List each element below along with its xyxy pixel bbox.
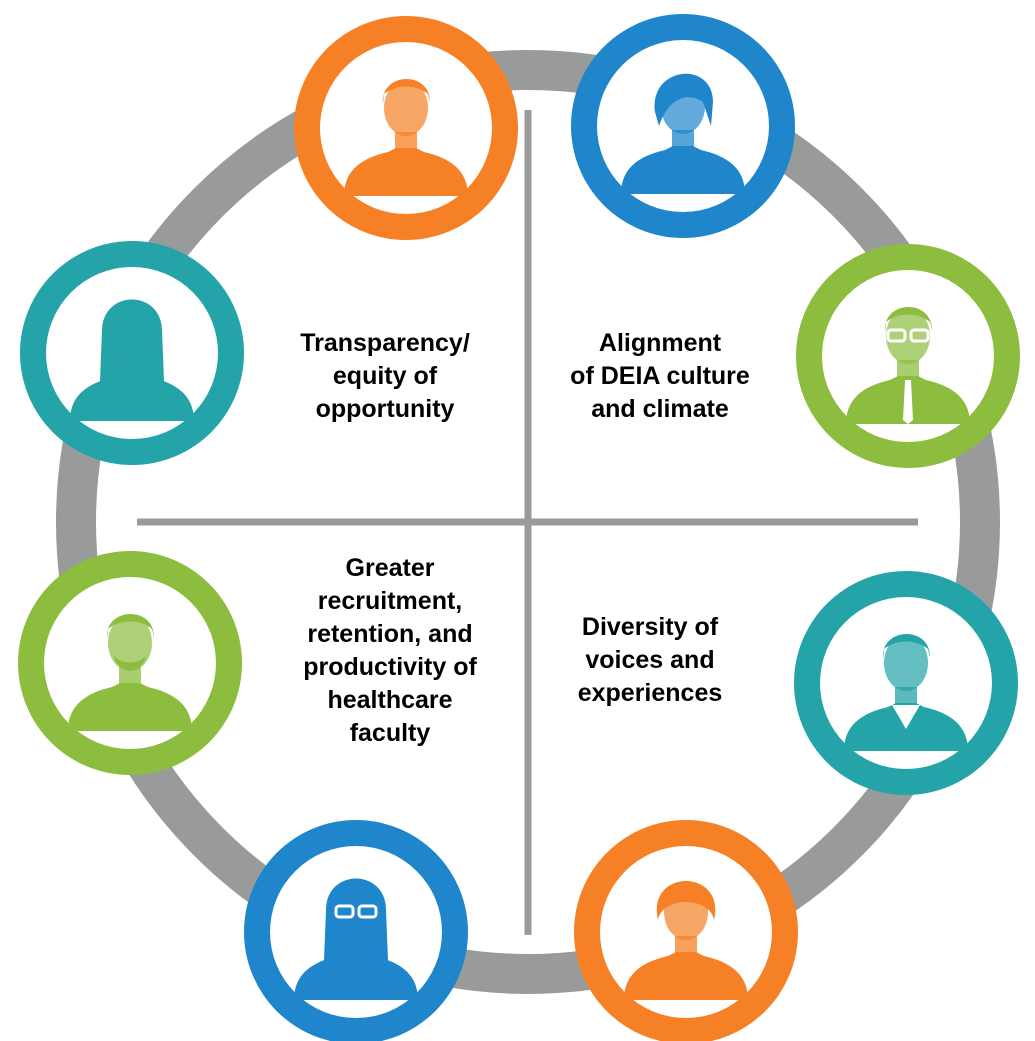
quadrant-label-recruitment: Greater recruitment, retention, and product…	[255, 552, 525, 750]
person-badge	[794, 571, 1018, 795]
man-glasses-tie-icon	[846, 306, 970, 424]
person-badge	[244, 820, 468, 1041]
label-line: and climate	[591, 395, 729, 423]
man-v-neck-icon	[844, 633, 968, 751]
outer-ring	[56, 50, 1000, 994]
woman-glasses-icon	[294, 878, 418, 1000]
person-badge	[574, 820, 798, 1041]
person-badge	[18, 551, 242, 775]
label-line: voices and	[585, 646, 715, 674]
person-badge	[20, 241, 244, 465]
label-line: Greater	[345, 554, 435, 582]
man-beard-icon	[68, 613, 192, 731]
quadrant-label-transparency: Transparency/equity of opportunity	[250, 327, 520, 426]
man-short-hair-icon	[344, 78, 468, 196]
woman-short-hair-icon	[621, 73, 745, 194]
label-line: Alignment	[598, 329, 722, 357]
label-line: healthcare	[327, 686, 453, 714]
label-line: equity of	[332, 362, 438, 390]
woman-long-hair-icon	[70, 299, 194, 421]
label-line: Transparency/	[300, 329, 470, 357]
quadrant-label-alignment: Alignment of DEIA culture and climate	[525, 327, 795, 426]
label-line: retention, and	[307, 620, 473, 648]
label-line: of DEIA culture	[570, 362, 750, 390]
label-line: recruitment,	[317, 587, 463, 615]
quadrant-label-diversity: Diversity of voices and experiences	[515, 611, 785, 710]
label-line: faculty	[349, 719, 431, 747]
person-badge	[294, 16, 518, 240]
label-line: opportunity	[315, 395, 455, 423]
person-badge	[571, 14, 795, 238]
woman-curly-hair-icon	[624, 881, 748, 1000]
label-line: productivity of	[303, 653, 477, 681]
label-line: Diversity of	[581, 613, 719, 641]
person-badges	[18, 14, 1020, 1041]
label-line: experiences	[577, 679, 723, 707]
person-badge	[796, 244, 1020, 468]
